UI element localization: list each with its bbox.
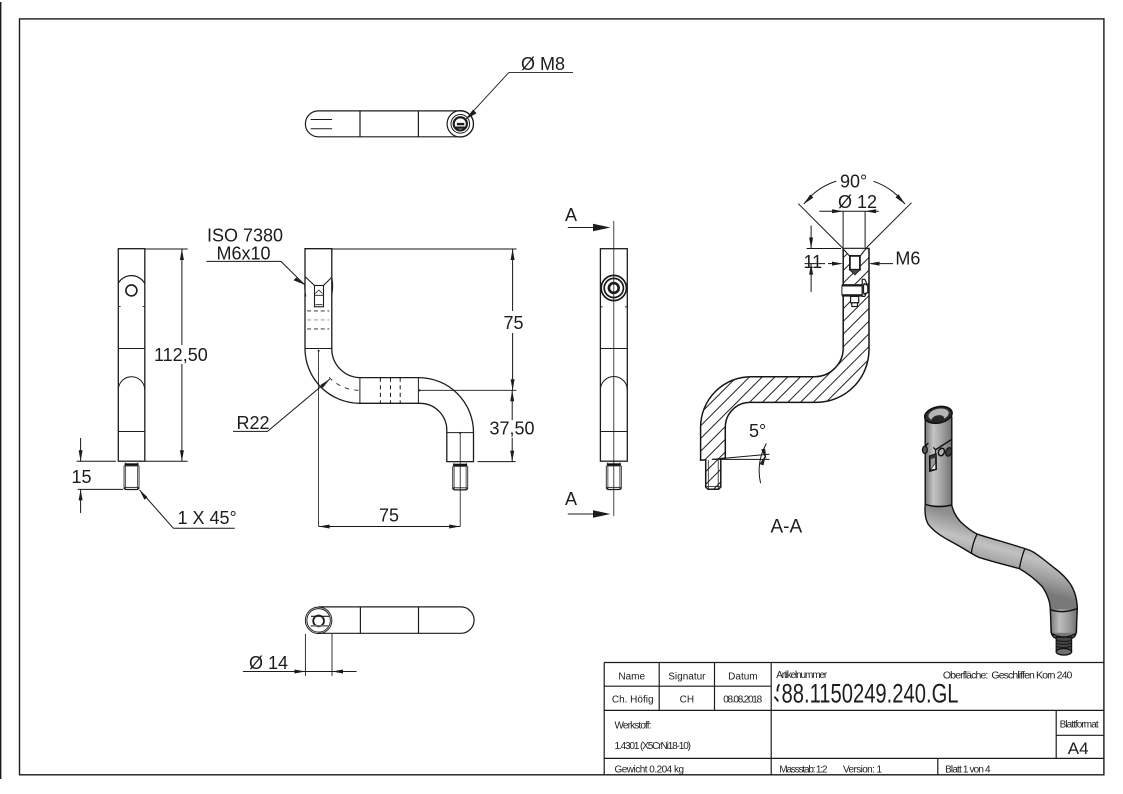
svg-text:Blattformat: Blattformat (1060, 719, 1099, 730)
svg-text:A: A (565, 489, 577, 509)
svg-text:90°: 90° (840, 171, 867, 191)
svg-text:Name: Name (618, 671, 645, 682)
svg-text:M6x10: M6x10 (217, 243, 271, 263)
svg-text:Ø 14: Ø 14 (249, 653, 288, 673)
svg-text:A: A (565, 205, 577, 225)
svg-text:ISO 7380: ISO 7380 (207, 226, 283, 246)
svg-text:A4: A4 (1068, 739, 1089, 758)
svg-text:15: 15 (72, 467, 92, 487)
svg-text:Oberfläche: Geschliffen Korn: Oberfläche: Geschliffen Korn 240 (943, 670, 1073, 682)
svg-text:Blatt 1 von 4: Blatt 1 von 4 (945, 764, 991, 775)
svg-text:Gewicht 0.204 kg: Gewicht 0.204 kg (615, 764, 685, 775)
svg-text:1.4301 (X5CrNi18-10): 1.4301 (X5CrNi18-10) (615, 741, 692, 752)
svg-text:Werkstoff:: Werkstoff: (615, 720, 652, 731)
svg-text:Massstab: 1:2: Massstab: 1:2 (779, 764, 827, 775)
svg-text:A-A: A-A (771, 517, 803, 538)
svg-text:88.1150249.240.GL: 88.1150249.240.GL (782, 679, 959, 709)
svg-text:75: 75 (504, 313, 524, 333)
svg-text:Ch. Höfig: Ch. Höfig (612, 694, 654, 705)
svg-text:11: 11 (804, 252, 823, 272)
svg-text:1 X 45°: 1 X 45° (178, 508, 237, 528)
svg-text:112,50: 112,50 (154, 345, 208, 365)
svg-text:37,50: 37,50 (490, 419, 535, 439)
svg-text:Ø 12: Ø 12 (838, 192, 877, 212)
svg-text:75: 75 (379, 506, 399, 526)
svg-text:M6: M6 (895, 248, 920, 268)
svg-text:CH: CH (680, 694, 694, 705)
svg-text:5°: 5° (749, 421, 766, 441)
svg-text:Datum: Datum (728, 671, 757, 682)
svg-text:Ø M8: Ø M8 (521, 54, 565, 74)
svg-text:08.08.2018: 08.08.2018 (723, 694, 762, 705)
svg-text:Artikelnummer: Artikelnummer (776, 670, 828, 681)
svg-text:Version: 1: Version: 1 (843, 764, 882, 775)
svg-text:R22: R22 (237, 413, 270, 433)
svg-text:Signatur: Signatur (668, 671, 706, 682)
